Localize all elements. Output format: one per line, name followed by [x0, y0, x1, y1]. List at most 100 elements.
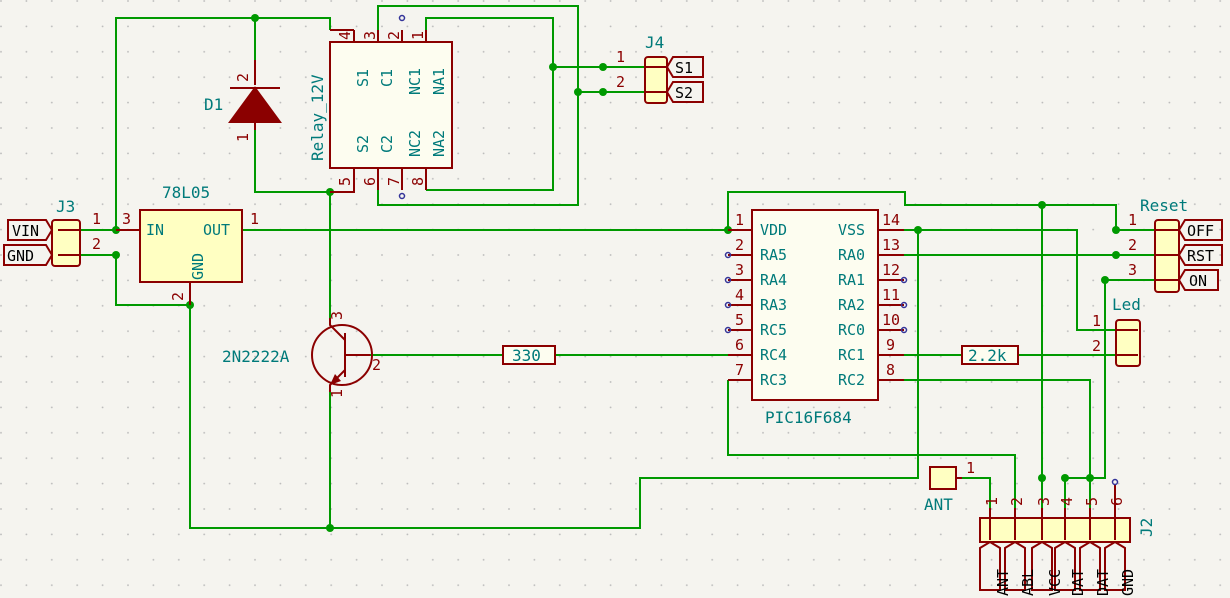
relay-value: Relay_12V	[308, 74, 327, 161]
j4-ref: J4	[645, 33, 664, 52]
j3-label-vin: VIN	[12, 222, 39, 240]
mcu-name-rc2: RC2	[838, 371, 865, 389]
reg-pin-out: 1	[250, 210, 259, 228]
transistor-q1[interactable]: 2N2222A 3 2 1	[222, 311, 381, 398]
resistor-330[interactable]: 330	[502, 345, 556, 365]
mcu-pin-13: 13	[882, 236, 900, 254]
relay-name-s2: S2	[354, 135, 372, 153]
relay-pin-8: 8	[409, 177, 427, 186]
mcu-pin-3: 3	[735, 261, 744, 279]
connector-j3[interactable]: J3 1 2 VIN GND	[3, 197, 101, 267]
j2-label-ant: ANT	[994, 569, 1012, 596]
mcu-left-pins	[724, 229, 752, 381]
j4-label-s1: S1	[675, 59, 693, 77]
connector-led[interactable]: Led 1 2	[1092, 295, 1141, 367]
relay-name-c2: C2	[378, 135, 396, 153]
resistor-2k2[interactable]: 2.2k	[961, 345, 1019, 365]
reg-pin-in: 3	[122, 210, 131, 228]
mcu-pin-8: 8	[886, 361, 895, 379]
relay-pin-6: 6	[361, 177, 379, 186]
j2-label-gnd: GND	[1119, 569, 1137, 596]
mcu-pin-2: 2	[735, 236, 744, 254]
reg-name-out: OUT	[203, 221, 230, 239]
antenna-pad[interactable]: ANT 1	[924, 459, 975, 514]
reset-label-off: OFF	[1187, 222, 1214, 240]
relay-pin-4: 4	[336, 31, 354, 40]
j2-pin-4: 4	[1058, 497, 1076, 506]
mcu-pin-6: 6	[735, 336, 744, 354]
q1-pin-3: 3	[328, 311, 346, 320]
regulator-78l05[interactable]: 78L05 3 1 2 IN OUT GND	[116, 183, 259, 305]
mcu-name-rc5: RC5	[760, 321, 787, 339]
reset-pin-1: 1	[1128, 211, 1137, 229]
reg-name-in: IN	[146, 221, 164, 239]
mcu-value: PIC16F684	[765, 408, 852, 427]
led-pin-2: 2	[1092, 337, 1101, 355]
q1-value: 2N2222A	[222, 347, 290, 366]
r1-value: 330	[512, 346, 541, 365]
j3-pin-2: 2	[92, 235, 101, 253]
relay-name-na2: NA2	[430, 130, 448, 157]
connector-reset[interactable]: Reset 1 2 3 OFF RST ON	[1128, 196, 1223, 293]
j2-label-vcc: VCC	[1046, 569, 1064, 596]
j2-ref: J2	[1137, 518, 1156, 537]
mcu-pin-12: 12	[882, 261, 900, 279]
diode-d1[interactable]: D1 2 1	[204, 60, 282, 142]
mcu-name-vss: VSS	[838, 221, 865, 239]
reg-value: 78L05	[162, 183, 210, 202]
relay-name-c1: C1	[378, 69, 396, 87]
connector-j2[interactable]: 1 2 3 4 5 6 J2 ANT ABL VCC DAT DAT GND	[979, 478, 1156, 597]
j2-pin-5: 5	[1083, 497, 1101, 506]
j4-pin-2: 2	[616, 73, 625, 91]
reset-pin-3: 3	[1128, 261, 1137, 279]
j3-pin-1: 1	[92, 210, 101, 228]
relay-name-s1: S1	[354, 69, 372, 87]
mcu-name-rc0: RC0	[838, 321, 865, 339]
reset-pin-2: 2	[1128, 236, 1137, 254]
mcu-name-ra3: RA3	[760, 296, 787, 314]
mcu-pin-11: 11	[882, 286, 900, 304]
relay-name-na1: NA1	[430, 68, 448, 95]
q1-pin-2: 2	[372, 356, 381, 374]
mcu-pin-7: 7	[735, 361, 744, 379]
r2-value: 2.2k	[968, 346, 1007, 365]
mcu-name-ra1: RA1	[838, 271, 865, 289]
q1-pin-1: 1	[328, 389, 346, 398]
j2-label-abl: ABL	[1019, 569, 1037, 596]
connector-j4[interactable]: J4 1 2 S1 S2	[616, 33, 704, 104]
j2-label-dat-1: DAT	[1069, 569, 1087, 596]
mcu-name-ra4: RA4	[760, 271, 787, 289]
reg-pin-gnd: 2	[169, 292, 187, 301]
d1-pin-2: 2	[234, 73, 252, 82]
mcu-name-ra0: RA0	[838, 246, 865, 264]
mcu-pic16f684[interactable]: 1 2 3 4 5 6 7 VDD RA5 RA4 RA3 RC5 RC4 RC…	[724, 209, 908, 427]
j2-pin-1: 1	[983, 497, 1001, 506]
mcu-name-rc3: RC3	[760, 371, 787, 389]
j3-label-gnd: GND	[7, 247, 34, 265]
j2-labels: ANT ABL VCC DAT DAT GND	[979, 540, 1137, 596]
j3-ref: J3	[56, 197, 75, 216]
relay-12v[interactable]: 4 3 2 1 S1 C1 NC1 NA1 S2 C2 NC2 NA2 5 6 …	[308, 14, 453, 200]
mcu-pin-10: 10	[882, 311, 900, 329]
reset-label-on: ON	[1189, 272, 1207, 290]
mcu-pin-1: 1	[735, 211, 744, 229]
reg-name-gnd: GND	[189, 253, 207, 280]
led-pin-1: 1	[1092, 312, 1101, 330]
ant-ref: ANT	[924, 495, 953, 514]
j4-label-s2: S2	[675, 84, 693, 102]
mcu-name-rc4: RC4	[760, 346, 787, 364]
mcu-right-pins	[878, 229, 908, 381]
relay-name-nc2: NC2	[406, 130, 424, 157]
reset-label-rst: RST	[1187, 247, 1214, 265]
relay-pin-7: 7	[385, 177, 403, 186]
led-ref: Led	[1112, 295, 1141, 314]
relay-pin-5: 5	[336, 177, 354, 186]
mcu-name-rc1: RC1	[838, 346, 865, 364]
reset-ref: Reset	[1140, 196, 1188, 215]
j4-pin-1: 1	[616, 48, 625, 66]
j2-pin-3: 3	[1035, 497, 1053, 506]
wires	[80, 5, 1155, 529]
mcu-pin-14: 14	[882, 211, 900, 229]
